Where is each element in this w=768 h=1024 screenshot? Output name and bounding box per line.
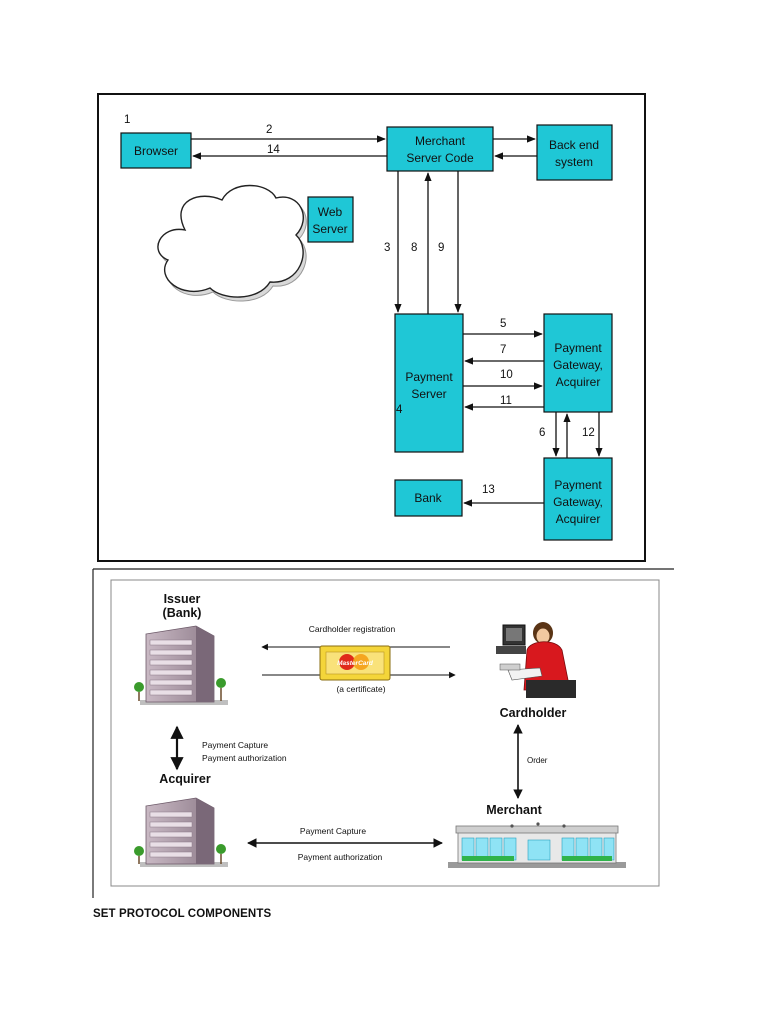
flow-diagram-frame: [97, 93, 646, 562]
step-7: 7: [500, 344, 506, 356]
bank-label: Bank: [414, 491, 442, 505]
payment-gateway-box-1: Payment Gateway, Acquirer: [543, 313, 613, 413]
flow-arrows: [191, 135, 603, 507]
bank-box: Bank: [394, 479, 463, 517]
issuer-building-icon: [134, 625, 228, 705]
step-6: 6: [539, 427, 545, 439]
step-5: 5: [500, 318, 506, 330]
order-label: Order: [527, 756, 548, 765]
payment-flow-diagram: Browser Merchant Server Code Back end sy…: [120, 114, 613, 541]
merchant-server-box: Merchant Server Code: [386, 126, 494, 172]
acquirer-merchant-capture-label: Payment Capture: [300, 826, 366, 836]
cardholder-person-icon: [496, 622, 576, 698]
acquirer-building-icon: [134, 797, 228, 867]
set-participants-diagram: Issuer (Bank) Cardholder registration M: [134, 592, 626, 868]
payment-gateway-box-2: Payment Gateway, Acquirer: [543, 457, 613, 541]
issuer-acquirer-capture-label: Payment Capture: [202, 740, 268, 750]
gateway2-label-line2: Gateway,: [553, 495, 603, 509]
step-3: 3: [384, 242, 390, 254]
issuer-acquirer-authorization-label: Payment authorization: [202, 753, 287, 763]
gateway1-label-line3: Acquirer: [556, 375, 601, 389]
mastercard-brand: MasterCard: [337, 660, 374, 667]
gateway2-label-line3: Acquirer: [556, 512, 601, 526]
backend-label-line2: system: [555, 155, 593, 169]
step-2: 2: [266, 124, 272, 136]
step-12: 12: [582, 427, 595, 439]
web-server-label-line2: Server: [312, 222, 347, 236]
figure-caption: SET PROTOCOL COMPONENTS: [93, 908, 272, 920]
web-server-box: Web Server: [307, 196, 354, 243]
step-4: 4: [396, 404, 403, 416]
issuer-title: Issuer: [164, 592, 201, 606]
acquirer-title: Acquirer: [159, 772, 211, 786]
browser-label: Browser: [134, 144, 178, 158]
gateway1-label-line1: Payment: [554, 341, 602, 355]
step-11: 11: [500, 395, 512, 407]
gateway2-label-line1: Payment: [554, 478, 602, 492]
payment-server-box: Payment Server: [394, 313, 464, 453]
payment-server-label-line2: Server: [411, 387, 446, 401]
web-server-label-line1: Web: [318, 205, 343, 219]
cardholder-registration-label: Cardholder registration: [309, 624, 396, 634]
acquirer-merchant-authorization-label: Payment authorization: [298, 852, 383, 862]
backend-label-line1: Back end: [549, 138, 599, 152]
step-10: 10: [500, 369, 513, 381]
merchant-server-label-line1: Merchant: [415, 134, 466, 148]
certificate-label: (a certificate): [336, 684, 385, 694]
step-8: 8: [411, 242, 417, 254]
merchant-title: Merchant: [486, 803, 542, 817]
step-numbers: 1 2 14 3 8 9 4 5 7 10 11 6 12 13: [124, 114, 595, 496]
payment-server-label-line1: Payment: [405, 370, 453, 384]
backend-system-box: Back end system: [536, 124, 613, 181]
issuer-subtitle: (Bank): [163, 606, 202, 620]
step-13: 13: [482, 484, 495, 496]
internet-cloud: [157, 184, 307, 302]
step-14: 14: [267, 144, 280, 156]
step-1: 1: [124, 114, 130, 126]
set-figure-frame: [92, 568, 674, 898]
cardholder-title: Cardholder: [500, 706, 567, 720]
merchant-store-icon: [448, 822, 626, 868]
step-9: 9: [438, 242, 444, 254]
gateway1-label-line2: Gateway,: [553, 358, 603, 372]
merchant-server-label-line2: Server Code: [406, 151, 474, 165]
mastercard-certificate-icon: MasterCard: [319, 645, 391, 681]
browser-box: Browser: [120, 132, 192, 169]
